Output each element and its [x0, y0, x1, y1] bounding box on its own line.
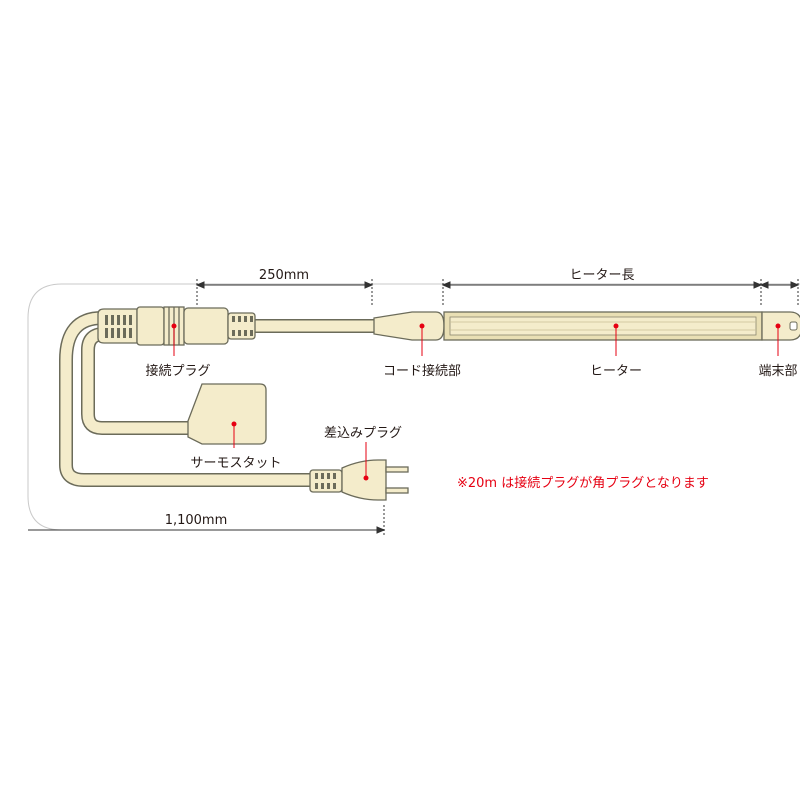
- label-terminal: 端末部: [758, 364, 797, 379]
- marker-terminal: [775, 323, 781, 329]
- connection-plug-ribs: [232, 316, 253, 336]
- leader-lines: [173, 326, 779, 478]
- thermostat: [187, 383, 267, 445]
- dimension-1100mm-label: 1,100mm: [165, 513, 228, 528]
- marker-power-plug: [363, 475, 369, 481]
- marker-cord-joint: [419, 323, 425, 329]
- label-cord-joint: コード接続部: [383, 363, 461, 379]
- marker-thermostat: [231, 421, 237, 427]
- dimension-heater-length: [441, 279, 763, 305]
- connection-plug: [97, 306, 256, 346]
- power-plug-grip: [315, 473, 336, 489]
- label-power-plug: 差込みプラグ: [324, 426, 402, 441]
- dimension-terminal: [759, 279, 800, 305]
- terminal-end: [761, 311, 800, 341]
- heater-body: [443, 311, 763, 341]
- dimension-1100mm: [28, 505, 386, 535]
- outline-boundary: [27, 283, 800, 531]
- cable-fills: [60, 312, 374, 486]
- marker-connection-plug: [171, 323, 177, 329]
- power-plug: [309, 459, 409, 501]
- dimension-heater-length-label: ヒーター長: [569, 268, 634, 283]
- cord-joint: [373, 311, 445, 341]
- dimension-250mm-label: 250mm: [259, 268, 309, 283]
- connection-plug-grip: [105, 315, 132, 338]
- marker-heater: [613, 323, 619, 329]
- label-heater: ヒーター: [590, 364, 642, 379]
- dimension-250mm: [195, 279, 374, 305]
- note-20m: ※20m は接続プラグが角プラグとなります: [457, 475, 709, 491]
- label-thermostat: サーモスタット: [190, 456, 281, 471]
- leader-markers: [171, 323, 781, 481]
- label-connection-plug: 接続プラグ: [145, 363, 210, 379]
